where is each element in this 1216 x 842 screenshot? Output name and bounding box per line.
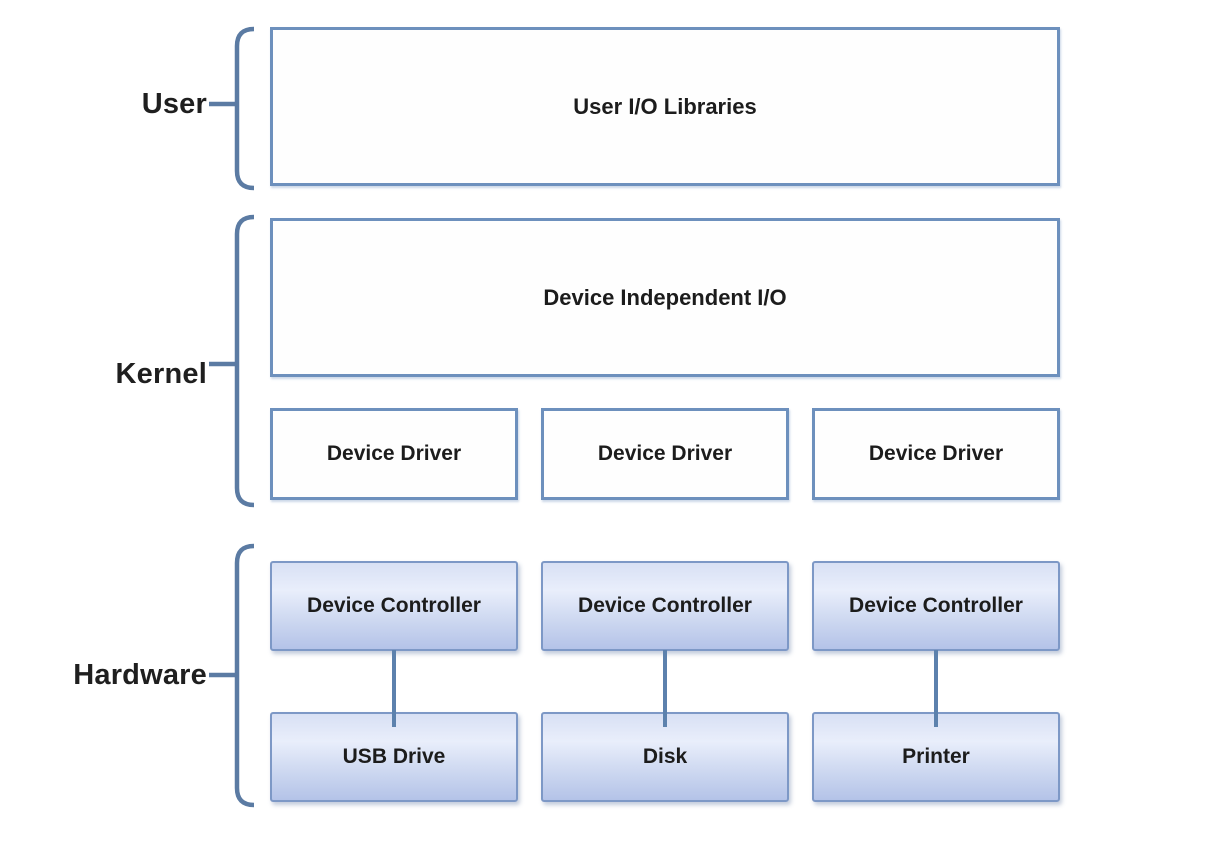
box-printer: Printer <box>812 712 1060 802</box>
box-user-io-libraries-label: User I/O Libraries <box>573 93 757 119</box>
box-device-driver-3: Device Driver <box>812 408 1060 500</box>
box-usb-drive-label: USB Drive <box>342 745 446 768</box>
box-device-independent-io-label: Device Independent I/O <box>543 284 787 310</box>
box-disk-label: Disk <box>642 745 688 768</box>
user-brace <box>234 26 255 191</box>
box-device-driver-2: Device Driver <box>541 408 789 500</box>
box-device-controller-3: Device Controller <box>812 561 1060 651</box>
layer-label-hardware: Hardware <box>73 659 207 691</box>
kernel-brace <box>234 214 255 508</box>
box-device-driver-1: Device Driver <box>270 408 518 500</box>
box-device-driver-1-label: Device Driver <box>326 442 462 465</box>
box-device-controller-2: Device Controller <box>541 561 789 651</box>
box-device-driver-3-label: Device Driver <box>868 442 1004 465</box>
box-device-driver-2-label: Device Driver <box>597 442 733 465</box>
hardware-brace <box>234 543 255 808</box>
layer-label-kernel: Kernel <box>115 358 207 390</box>
box-device-controller-3-label: Device Controller <box>849 594 1023 617</box>
box-device-controller-1: Device Controller <box>270 561 518 651</box>
box-device-controller-2-label: Device Controller <box>578 594 752 617</box>
box-device-controller-1-label: Device Controller <box>307 594 481 617</box>
box-device-independent-io: Device Independent I/O <box>270 218 1060 377</box>
box-printer-label: Printer <box>902 745 970 768</box>
box-user-io-libraries: User I/O Libraries <box>270 27 1060 186</box>
box-usb-drive: USB Drive <box>270 712 518 802</box>
layer-label-user: User <box>141 88 207 120</box>
box-disk: Disk <box>541 712 789 802</box>
